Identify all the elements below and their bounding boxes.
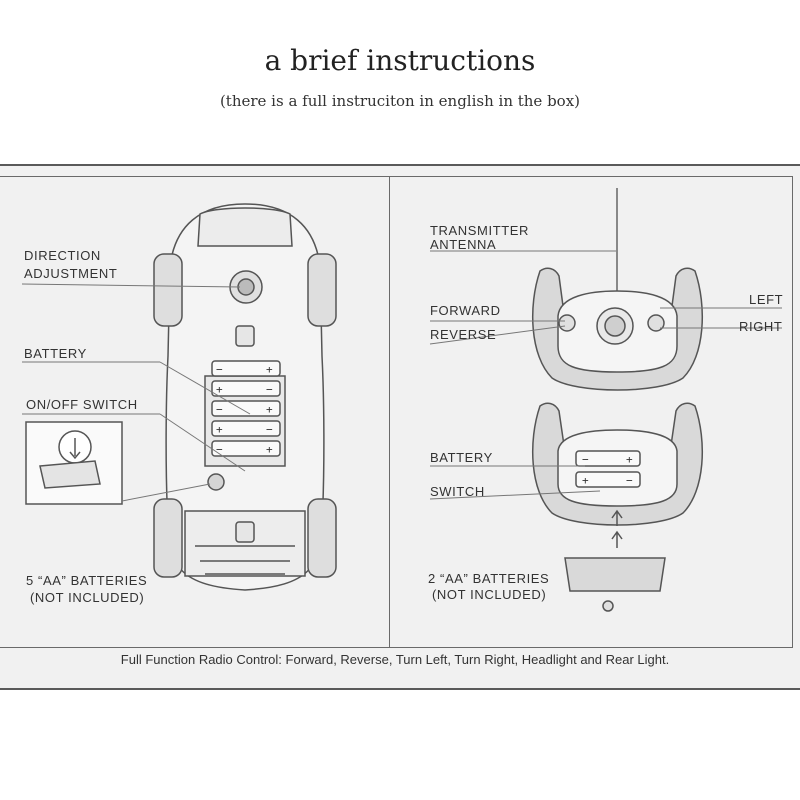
label-transmitter-batteries-line2: (NOT INCLUDED) — [432, 587, 547, 602]
svg-text:−: − — [216, 363, 223, 376]
label-transmitter-batteries-line1: 2 “AA” BATTERIES — [428, 571, 550, 586]
svg-text:−: − — [216, 443, 223, 456]
svg-text:−: − — [626, 474, 633, 487]
svg-text:+: + — [626, 453, 633, 466]
footer-caption: Full Function Radio Control: Forward, Re… — [120, 652, 670, 667]
svg-text:+: + — [216, 383, 223, 396]
label-right: RIGHT — [739, 319, 783, 334]
svg-text:+: + — [582, 474, 589, 487]
car-leader-lines — [21, 283, 251, 502]
label-antenna-line1: TRANSMITTER — [430, 223, 530, 238]
car-switch — [207, 473, 225, 491]
label-left: LEFT — [749, 292, 784, 307]
transmitter-front-illustration — [532, 188, 703, 391]
svg-text:−: − — [582, 453, 589, 466]
diagram-illustration: − + + − − + + − − + — [21, 188, 782, 612]
transmitter-back-illustration — [532, 402, 703, 526]
label-car-batteries-line2: (NOT INCLUDED) — [30, 590, 145, 605]
svg-text:+: + — [266, 443, 273, 456]
diagram-frame — [0, 176, 793, 648]
label-transmitter-switch: SWITCH — [430, 484, 485, 499]
battery-cover-illustration — [564, 530, 666, 612]
page-subtitle: (there is a full instruciton in english … — [219, 92, 581, 110]
label-direction-adjustment-line2: ADJUSTMENT — [24, 266, 118, 281]
label-transmitter-battery: BATTERY — [430, 450, 493, 465]
svg-text:−: − — [266, 383, 273, 396]
svg-text:+: + — [266, 403, 273, 416]
label-reverse: REVERSE — [430, 327, 497, 342]
svg-text:+: + — [216, 423, 223, 436]
svg-text:−: − — [266, 423, 273, 436]
instruction-sheet: − + + − − + + − − + — [0, 164, 800, 690]
car-body-illustration — [165, 203, 325, 591]
svg-text:−: − — [216, 403, 223, 416]
svg-text:+: + — [266, 363, 273, 376]
switch-inset-illustration — [25, 421, 123, 505]
page-title: a brief instructions — [264, 44, 536, 77]
transmitter-leader-lines — [429, 250, 782, 500]
label-direction-adjustment-line1: DIRECTION — [24, 248, 101, 263]
car-wheels-illustration — [153, 253, 337, 578]
label-antenna-line2: ANTENNA — [430, 237, 497, 252]
label-onoff-switch: ON/OFF SWITCH — [26, 397, 138, 412]
label-forward: FORWARD — [430, 303, 501, 318]
label-car-batteries-line1: 5 “AA” BATTERIES — [26, 573, 148, 588]
panel-divider — [389, 177, 390, 647]
label-car-battery: BATTERY — [24, 346, 87, 361]
